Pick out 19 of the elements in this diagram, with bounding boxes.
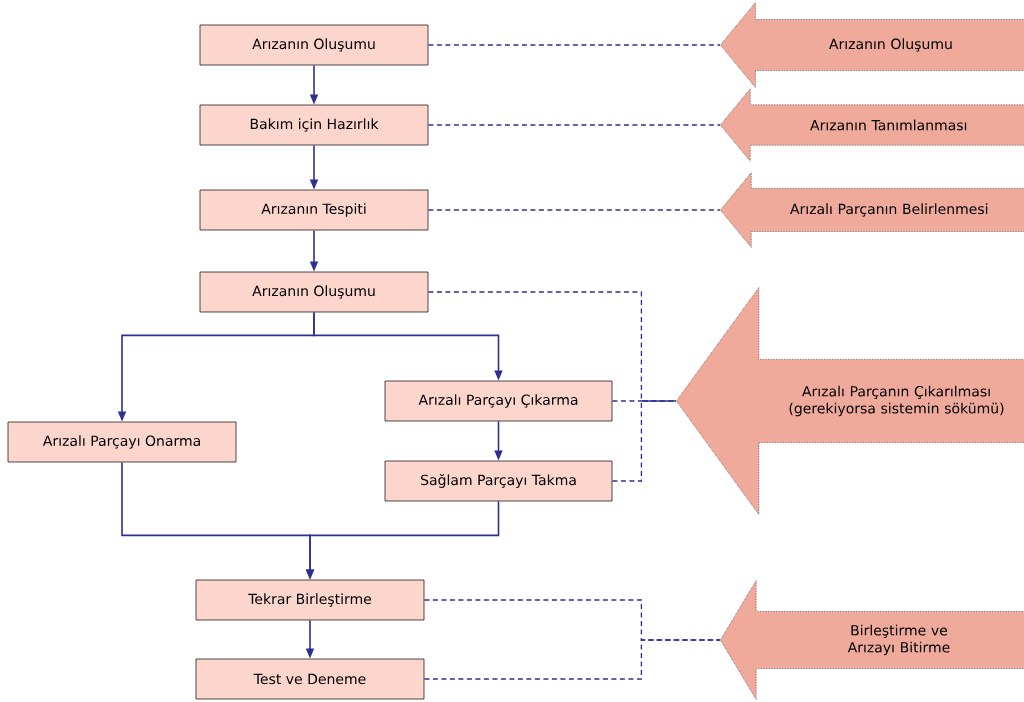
- connector-line: [427, 44, 721, 46]
- process-box: Test ve Deneme: [195, 658, 425, 700]
- pointer-banner: Birleştirme ve Arızayı Bitirme: [720, 580, 1024, 700]
- process-box: Arızanın Tespiti: [199, 189, 429, 231]
- process-box: Arızanın Oluşumu: [199, 24, 429, 66]
- pointer-banner: Arızalı Parçanın Çıkarılması (gerekiyorsa sistemin sökümü): [676, 287, 1024, 515]
- process-box: Sağlam Parçayı Takma: [384, 460, 613, 502]
- pointer-banner: Arızanın Tanımlanması: [720, 88, 1024, 162]
- connector-line: [427, 124, 721, 126]
- process-box: Arızalı Parçayı Onarma: [7, 421, 237, 463]
- pointer-banner: Arızalı Parçanın Belirlenmesi: [720, 172, 1024, 248]
- connector-line: [611, 400, 677, 402]
- process-box: Arızalı Parçayı Çıkarma: [384, 380, 613, 422]
- connector-line: [427, 209, 721, 211]
- process-box: Arızanın Oluşumu: [199, 271, 429, 313]
- connector-line: [423, 639, 721, 680]
- pointer-banner: Arızanın Oluşumu: [720, 2, 1024, 88]
- process-box: Tekrar Birleştirme: [195, 579, 425, 621]
- process-box: Bakım için Hazırlık: [199, 104, 429, 146]
